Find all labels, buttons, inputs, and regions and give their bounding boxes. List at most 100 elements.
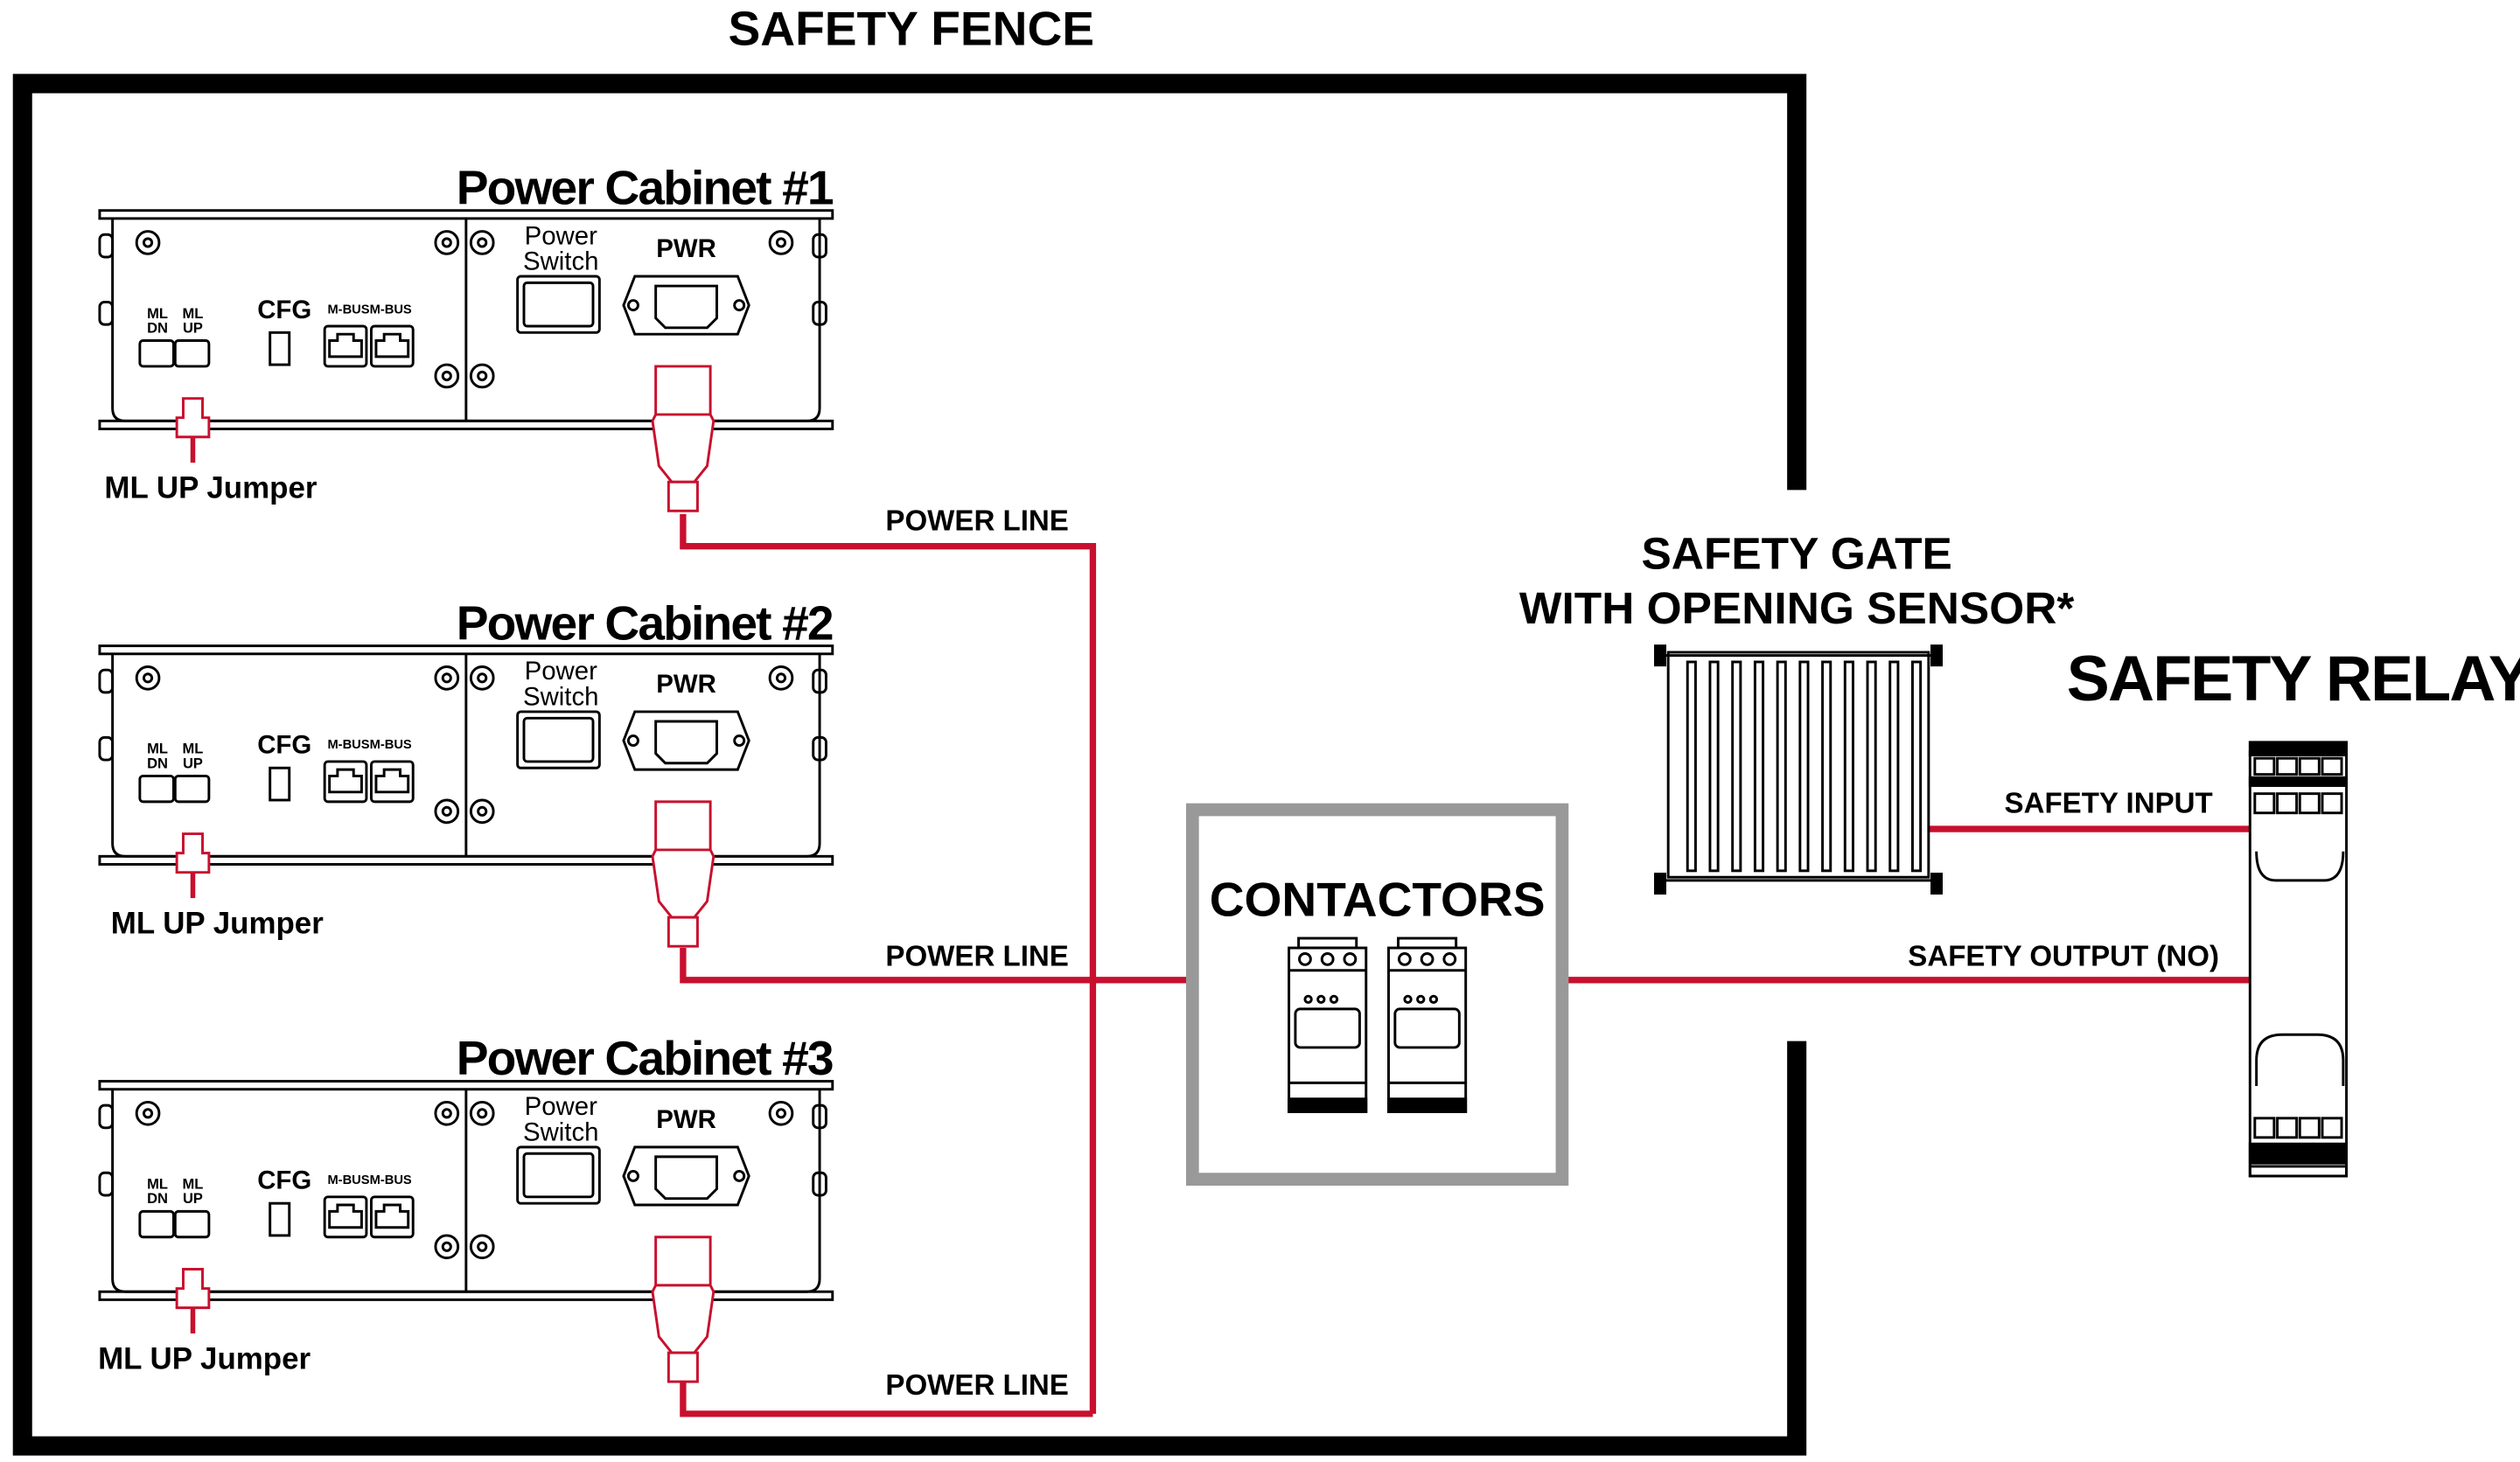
cfg-label: CFG (257, 1166, 311, 1195)
ml-up-jumper (175, 832, 211, 874)
gate-bar (1686, 660, 1697, 873)
power-line-3 (680, 1382, 1093, 1417)
power-plug (651, 365, 716, 484)
ml-up-label: ML (183, 305, 204, 322)
cfg-label: CFG (257, 296, 311, 324)
ml-up-jumper (175, 397, 211, 439)
terminal-icon (2321, 792, 2343, 815)
contactor-2 (1387, 936, 1468, 1113)
terminal-icon (2321, 1117, 2343, 1139)
svg-text:Switch: Switch (523, 683, 599, 712)
screw-icon (434, 798, 460, 825)
power-line-label-3: POWER LINE (885, 1369, 1068, 1402)
terminal-icon (2298, 1117, 2321, 1139)
screw-icon (469, 1100, 495, 1126)
relay-housing (2248, 750, 2349, 1178)
gate-bar (1798, 660, 1810, 873)
ml-dn-port (138, 1209, 175, 1239)
gate-frame (1666, 651, 1930, 879)
jumper-label: ML UP Jumper (111, 907, 324, 941)
side-tab (812, 233, 827, 259)
power-switch (516, 275, 601, 334)
gate-bar (1866, 660, 1877, 873)
svg-text:M-BUSM-BUS: M-BUSM-BUS (327, 303, 411, 317)
power-switch (516, 1145, 601, 1205)
screw-icon (434, 1100, 460, 1126)
cabinet-title: Power Cabinet #3 (457, 1031, 833, 1085)
gate-bar (1776, 660, 1787, 873)
ml-dn-port (138, 774, 175, 804)
dip-switch (269, 331, 291, 366)
power-line-label-2: POWER LINE (885, 940, 1068, 972)
svg-text:DN: DN (147, 319, 168, 336)
ml-up-port (173, 774, 211, 804)
safety-relay: SAFETY RELAY (2067, 642, 2520, 1178)
side-tab (98, 1103, 115, 1130)
ml-up-label: ML (183, 741, 204, 757)
safety-gate: SAFETY GATE WITH OPENING SENSOR* (1519, 527, 2074, 895)
terminal-icon (2276, 792, 2299, 815)
power-switch (516, 710, 601, 769)
svg-text:DN: DN (147, 755, 168, 771)
safety-fence (12, 73, 1807, 1456)
side-tab (812, 735, 827, 762)
power-line-label-1: POWER LINE (885, 505, 1068, 537)
terminal-icon (2298, 792, 2321, 815)
screw-icon (768, 665, 794, 691)
svg-text:M-BUSM-BUS: M-BUSM-BUS (327, 738, 411, 752)
ml-up-port (173, 1209, 211, 1239)
screw-icon (434, 230, 460, 255)
svg-text:M-BUSM-BUS: M-BUSM-BUS (327, 1173, 411, 1187)
svg-text:DN: DN (147, 1190, 168, 1207)
screw-icon (135, 230, 161, 255)
terminal-icon (2253, 756, 2276, 776)
terminal-icon (2321, 756, 2343, 776)
svg-text:UP: UP (183, 319, 203, 336)
ml-up-port (173, 339, 211, 368)
screw-icon (469, 230, 495, 255)
side-tab (98, 300, 115, 326)
jumper-label: ML UP Jumper (104, 471, 317, 505)
screw-icon (768, 230, 794, 255)
terminal-icon (2276, 1117, 2299, 1139)
cfg-label: CFG (257, 731, 311, 760)
side-tab (812, 300, 827, 326)
power-wiring (680, 513, 2251, 1417)
ml-dn-label: ML (147, 741, 168, 757)
mbus-port-1 (323, 760, 368, 804)
screw-icon (768, 1100, 794, 1126)
side-tab (98, 735, 115, 762)
safety-input-label: SAFETY INPUT (2005, 788, 2213, 820)
power-plug (651, 800, 716, 919)
gate-bar (1821, 660, 1832, 873)
side-tab (98, 668, 115, 694)
ml-dn-label: ML (147, 1176, 168, 1193)
cabinet-title: Power Cabinet #2 (457, 595, 833, 650)
ml-dn-port (138, 339, 175, 368)
mbus-port-2 (369, 760, 415, 804)
terminal-icon (2298, 756, 2321, 776)
screw-icon (434, 1234, 460, 1260)
terminal-icon (2253, 792, 2276, 815)
mbus-port-1 (323, 324, 368, 368)
pwr-label: PWR (656, 670, 716, 699)
side-tab (812, 1171, 827, 1197)
screw-icon (469, 1234, 495, 1260)
safety-output-label: SAFETY OUTPUT (NO) (1908, 940, 2219, 972)
power-inlet-icon (622, 710, 750, 771)
power-plug (651, 1236, 716, 1354)
gate-label-line2: WITH OPENING SENSOR* (1519, 582, 2074, 633)
jumper-label: ML UP Jumper (98, 1341, 311, 1375)
power-switch-label: Power (525, 657, 597, 686)
side-tab (98, 1171, 115, 1197)
gate-bar (1708, 660, 1720, 873)
screw-icon (135, 1100, 161, 1126)
power-inlet-icon (622, 275, 750, 336)
safety-fence-title: SAFETY FENCE (729, 1, 1095, 55)
contactor-1 (1288, 936, 1368, 1113)
